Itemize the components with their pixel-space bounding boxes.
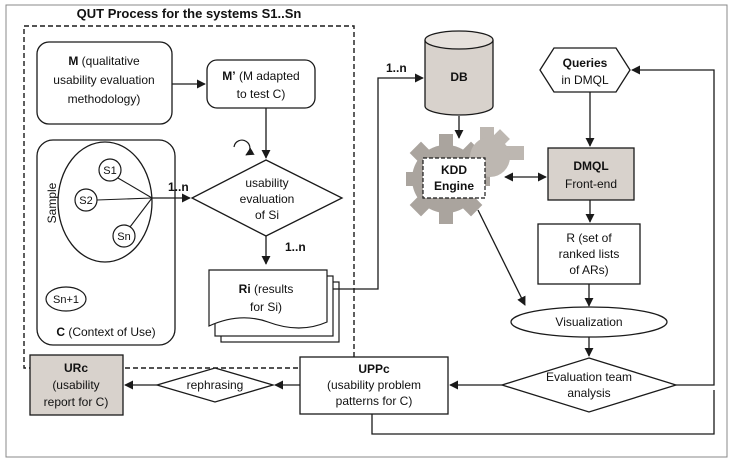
s1-node	[98, 158, 122, 182]
multiplicity-db: 1..n	[386, 61, 407, 75]
svg-text:of ARs): of ARs)	[569, 263, 608, 277]
svg-text:for Si): for Si)	[250, 300, 282, 314]
svg-text:usability evaluation: usability evaluation	[53, 73, 154, 87]
m-adapted-box: M’ (M adapted to test C)	[206, 59, 316, 109]
sn-node	[112, 224, 136, 248]
svg-text:Engine: Engine	[434, 179, 474, 193]
outer-frame	[5, 4, 728, 458]
svg-text:report for C): report for C)	[44, 395, 109, 409]
arrow-team-to-queries	[631, 65, 715, 386]
svg-text:URc: URc	[64, 361, 88, 375]
uppc-box: UPPc (usability problem patterns for C)	[299, 356, 449, 415]
svg-text:rephrasing: rephrasing	[187, 378, 244, 392]
multiplicity-sample: 1..n	[168, 180, 189, 194]
arrow-uppc-loop	[371, 390, 715, 435]
arrow-results-to-db	[333, 73, 424, 290]
evaluation-team-diamond: Evaluation team analysis	[499, 357, 679, 413]
svg-text:UPPc: UPPc	[358, 362, 390, 376]
visualization-ellipse: Visualization	[510, 306, 668, 338]
svg-text:Queries: Queries	[563, 56, 608, 70]
qut-process-title: QUT Process for the systems S1..Sn	[77, 6, 302, 21]
svg-text:S1: S1	[103, 165, 116, 177]
svg-text:Sn: Sn	[117, 231, 130, 243]
svg-text:usability: usability	[245, 176, 288, 190]
ranked-lists-box: R (set of ranked lists of ARs)	[537, 223, 641, 285]
sn1-node	[45, 286, 87, 312]
svg-text:M’ (M adapted: M’ (M adapted	[222, 69, 299, 83]
svg-text:patterns for C): patterns for C)	[336, 394, 413, 408]
svg-text:Sn+1: Sn+1	[53, 294, 79, 306]
svg-text:M (qualitative: M (qualitative	[68, 54, 140, 68]
svg-text:DB: DB	[450, 70, 468, 84]
svg-text:Evaluation team: Evaluation team	[546, 370, 632, 384]
dmql-frontend-box: DMQL Front-end	[547, 147, 635, 201]
svg-text:(usability problem: (usability problem	[327, 378, 421, 392]
svg-text:evaluation: evaluation	[240, 192, 295, 206]
usability-evaluation-diamond: usability evaluation of Si	[190, 159, 344, 237]
svg-text:of Si: of Si	[255, 208, 279, 222]
svg-text:ranked lists: ranked lists	[559, 247, 620, 261]
context-of-use-box: Sample S1 S2 Sn Sn+1 C (Context of Use)	[36, 139, 176, 346]
arrow-kdd-to-visualization	[477, 209, 526, 306]
svg-text:(usability: (usability	[52, 378, 99, 392]
loop-icon	[233, 139, 255, 156]
queries-hexagon: Queries in DMQL	[539, 47, 631, 93]
svg-text:methodology): methodology)	[68, 92, 141, 106]
svg-text:KDD: KDD	[441, 163, 467, 177]
svg-text:Ri (results: Ri (results	[239, 282, 294, 296]
qut-process-box	[23, 25, 355, 369]
svg-text:DMQL: DMQL	[573, 159, 608, 173]
m-methodology-box: M (qualitative usability evaluation meth…	[36, 41, 173, 125]
urc-box: URc (usability report for C)	[29, 354, 124, 416]
svg-text:to test C): to test C)	[237, 87, 286, 101]
svg-text:in DMQL: in DMQL	[561, 73, 609, 87]
kdd-engine: KDD Engine	[406, 127, 524, 224]
svg-text:analysis: analysis	[567, 386, 610, 400]
results-document-stack: Ri (results for Si)	[208, 269, 340, 343]
db-cylinder: DB	[424, 30, 494, 116]
svg-text:Front-end: Front-end	[565, 177, 617, 191]
svg-text:R (set of: R (set of	[566, 231, 612, 245]
multiplicity-results: 1..n	[285, 240, 306, 254]
sample-connectors	[96, 177, 153, 228]
svg-text:Sample: Sample	[45, 182, 59, 223]
svg-text:Visualization: Visualization	[555, 315, 622, 329]
svg-text:C (Context of Use): C (Context of Use)	[56, 325, 155, 339]
rephrasing-diamond: rephrasing	[154, 367, 276, 403]
svg-text:S2: S2	[79, 195, 92, 207]
